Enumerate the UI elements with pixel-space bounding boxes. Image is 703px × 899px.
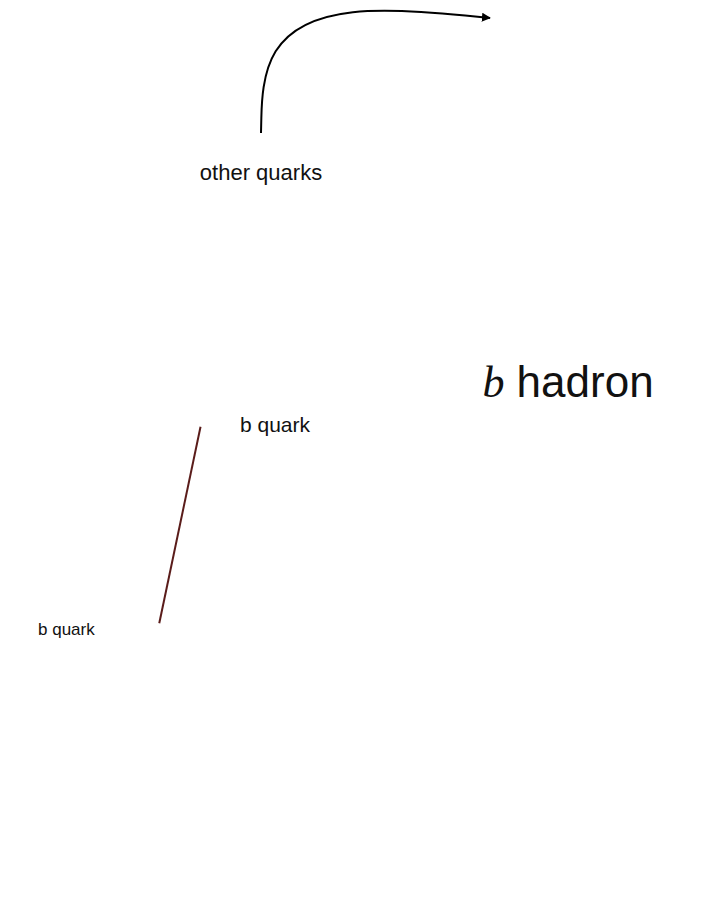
red-quark-dot xyxy=(643,141,657,155)
green-quark-dot xyxy=(446,151,460,165)
quark-dot xyxy=(214,281,236,303)
hadron-outline xyxy=(405,67,681,343)
green-quark-dot xyxy=(516,70,530,84)
red-quark-dot xyxy=(456,88,470,102)
burst-outline xyxy=(22,462,270,893)
quark-dot xyxy=(192,269,214,291)
green-quark-dot xyxy=(603,88,617,102)
collision-burst: b quark xyxy=(20,460,280,895)
quark-dot xyxy=(237,303,259,325)
quark-arrow xyxy=(233,206,240,281)
b-quark-dot xyxy=(532,192,558,218)
hadron-circle: b hadron xyxy=(403,65,683,345)
quark-dot xyxy=(192,404,214,426)
green-quark-dot xyxy=(526,270,540,284)
blue-quark-dot xyxy=(491,218,505,232)
red-quark-dot xyxy=(478,256,492,270)
blue-quark-dot xyxy=(523,173,537,187)
red-quark-dot xyxy=(439,203,453,217)
process-box: other quarks b quark xyxy=(147,133,375,455)
box-heading: other quarks xyxy=(200,160,322,185)
quark-arrow xyxy=(257,238,283,302)
blue-quark-dot xyxy=(551,145,565,159)
blue-quark-dot xyxy=(633,274,647,288)
transition-arrow xyxy=(261,11,490,133)
quark-arrow xyxy=(183,196,199,268)
green-quark-dot xyxy=(619,201,633,215)
hadron-label: b hadron xyxy=(482,357,653,409)
box-outline xyxy=(148,134,375,455)
blue-quark-dot xyxy=(478,218,492,232)
blue-quark-dot xyxy=(559,63,573,77)
trajectory-line xyxy=(159,427,200,623)
quark-label: b quark xyxy=(38,620,95,640)
green-quark-dot xyxy=(443,88,457,102)
hadron-shape xyxy=(403,65,683,345)
green-quark-dot xyxy=(533,145,547,159)
green-quark-dot xyxy=(563,263,577,277)
green-quark-dot xyxy=(560,169,574,183)
burst-shape xyxy=(20,460,280,895)
red-quark-dot xyxy=(583,105,597,119)
green-quark-dot xyxy=(615,189,629,203)
green-quark-dot xyxy=(608,141,622,155)
green-quark-dot xyxy=(456,113,470,127)
blue-quark-dot xyxy=(621,229,635,243)
quark-dot xyxy=(147,624,167,644)
green-quark-dot xyxy=(485,101,499,115)
red-quark-dot xyxy=(570,217,584,231)
green-quark-dot xyxy=(475,141,489,155)
quark-arrow xyxy=(207,308,211,400)
blue-quark-dot xyxy=(545,304,559,318)
quark-label: b quark xyxy=(240,413,310,437)
